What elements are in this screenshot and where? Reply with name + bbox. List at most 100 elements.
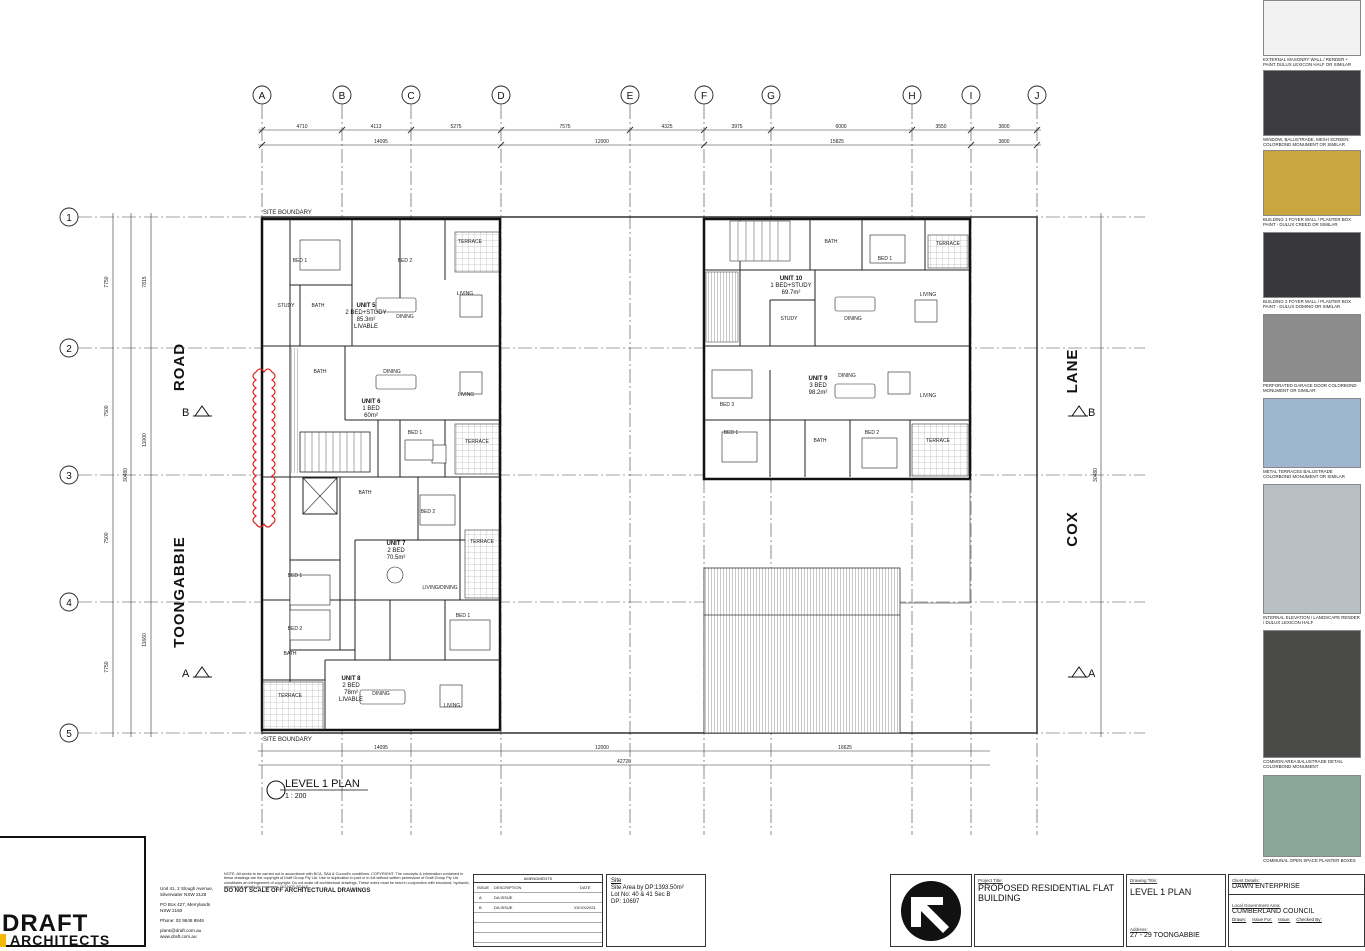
logo-frame	[0, 836, 146, 947]
grid-label-g: G	[767, 91, 775, 102]
building-2	[702, 217, 972, 734]
unit-type: 1 BED	[362, 406, 380, 412]
material-label: COMMON AREA BALUSTRADE DETAIL COLORBOND …	[1263, 759, 1343, 769]
logo-accent	[0, 934, 6, 947]
room-label: BED 1	[724, 430, 739, 436]
unit-note: LIVABLE	[354, 324, 378, 330]
room-label: LIVING/DINING	[422, 585, 457, 591]
room-label: BATH	[825, 239, 838, 245]
plan-scale: 1 : 200	[285, 793, 307, 800]
grid-label-4: 4	[66, 598, 72, 609]
unit-area: 70.5m²	[387, 555, 406, 561]
unit-type: 1 BED+STUDY	[770, 283, 811, 289]
drawing-label: Drawing Title:	[1130, 878, 1158, 883]
unit-name: UNIT 6	[361, 399, 381, 405]
dim-text: 16625	[838, 745, 852, 751]
address-line: www.draft.com.au	[160, 934, 197, 939]
address-line: plans@draft.com.au	[160, 928, 202, 933]
notes-footer: DO NOT SCALE OFF ARCHITECTURAL DRAWINGS	[224, 888, 371, 895]
amendments-table: AMENDMENTS ISSUE DESCRIPTION DATE A DA I…	[473, 874, 603, 947]
material-swatch	[1263, 630, 1361, 758]
address-line: Unit 41, 2 Slough Avenue,	[160, 886, 214, 891]
address-value: 27 - 29 TOONGABBIE	[1130, 932, 1200, 939]
site-line: Site Area by DP:1393.50m²	[611, 885, 684, 891]
grid-label-1: 1	[66, 213, 72, 224]
project-title-block: Project Title: PROPOSED RESIDENTIAL FLAT…	[974, 874, 1124, 947]
unit-area: 85.3m²	[357, 317, 376, 323]
unit-name: UNIT 8	[341, 676, 361, 682]
room-label: BED 3	[720, 402, 735, 408]
section-label: B	[182, 407, 189, 419]
dim-text: 3550	[935, 124, 946, 130]
dim-text: 3975	[731, 124, 742, 130]
material-swatch	[1263, 232, 1361, 298]
grid-lines	[78, 105, 1145, 835]
dim-text: 12000	[595, 139, 609, 145]
left-dimension-lines	[112, 213, 1102, 737]
unit-note: LIVABLE	[339, 697, 363, 703]
grid-label-h: H	[908, 91, 915, 102]
grid-bubbles	[59, 85, 1047, 743]
material-swatch	[1263, 70, 1361, 136]
dim-text: 42720	[617, 759, 631, 765]
amend-cell: DA ISSUE	[494, 895, 513, 900]
room-label: BED 2	[398, 258, 413, 264]
drawing-title-block: Drawing Title: LEVEL 1 PLAN Address: 27 …	[1126, 874, 1226, 947]
grid-label-j: J	[1035, 91, 1040, 102]
dim-text: 7750	[104, 276, 110, 287]
cell-label: Checked By:	[1296, 917, 1322, 922]
client-value: DAWN ENTERPRISE	[1232, 883, 1300, 890]
material-label: PERFORATED GARAGE DOOR COLORBOND MONUMEN…	[1263, 383, 1357, 393]
plan-title: LEVEL 1 PLAN	[285, 778, 360, 790]
material-swatch	[1263, 398, 1361, 468]
room-label: LIVING	[458, 392, 475, 398]
room-label: LIVING	[920, 393, 937, 399]
room-label: BATH	[312, 303, 325, 309]
material-item: COMMUNAL OPEN SPACE PLANTER BOXES	[1263, 775, 1361, 863]
material-item: METAL TERRACES BALUSTRADE COLORBOND MONU…	[1263, 398, 1361, 479]
address-line: Silverwater NSW 2128	[160, 892, 207, 897]
unit-area: 69.7m²	[782, 290, 801, 296]
dim-text: 30480	[1093, 468, 1099, 482]
street-label: TOONGABBIE	[171, 536, 188, 647]
room-label: BATH	[314, 369, 327, 375]
room-label: BED 2	[865, 430, 880, 436]
site-boundary-label: SITE BOUNDARY	[263, 210, 312, 216]
grid-label-f: F	[701, 91, 707, 102]
amend-row: A DA ISSUE	[474, 893, 602, 903]
amend-col: DESCRIPTION	[494, 885, 522, 890]
room-label: BATH	[814, 438, 827, 444]
room-label: LIVING	[444, 703, 461, 709]
section-label: A	[182, 668, 190, 680]
material-swatch	[1263, 150, 1361, 216]
material-item: BUILDING 2 FOYER WALL / PLANTER BOX PAIN…	[1263, 232, 1361, 309]
grid-label-c: C	[407, 91, 414, 102]
room-label: BED 1	[456, 613, 471, 619]
address-line: NSW 2160	[160, 908, 183, 913]
room-label: DINING	[383, 369, 401, 375]
room-label: STUDY	[781, 316, 799, 322]
room-label: DINING	[372, 691, 390, 697]
amendments-title: AMENDMENTS	[474, 875, 602, 883]
material-swatch	[1263, 775, 1361, 857]
logo-subtitle: ARCHITECTS	[10, 932, 111, 948]
dim-text: 15825	[830, 139, 844, 145]
unit-area: 60m²	[364, 413, 378, 419]
dim-text: 3800	[998, 124, 1009, 130]
room-label: BED 2	[421, 509, 436, 515]
dim-text: 11000	[142, 433, 148, 447]
amend-cell: DA ISSUE	[494, 905, 513, 910]
material-label: BUILDING 2 FOYER WALL / PLANTER BOX PAIN…	[1263, 299, 1351, 309]
street-label: LANE	[1064, 349, 1081, 394]
room-label: TERRACE	[278, 693, 303, 699]
room-label: TERRACE	[926, 438, 951, 444]
office-address: Unit 41, 2 Slough Avenue, Silverwater NS…	[160, 886, 220, 940]
notes-text: NOTE: All works to be carried out in acc…	[224, 872, 470, 889]
room-label: BED 1	[293, 258, 308, 264]
room-label: TERRACE	[465, 439, 490, 445]
material-item: INTERNAL ELEVATION / LANDSCAPE RENDER / …	[1263, 484, 1361, 625]
dim-text: 6000	[835, 124, 846, 130]
room-label: BATH	[284, 651, 297, 657]
section-markers	[193, 405, 1088, 678]
material-label: COMMUNAL OPEN SPACE PLANTER BOXES	[1263, 858, 1356, 863]
